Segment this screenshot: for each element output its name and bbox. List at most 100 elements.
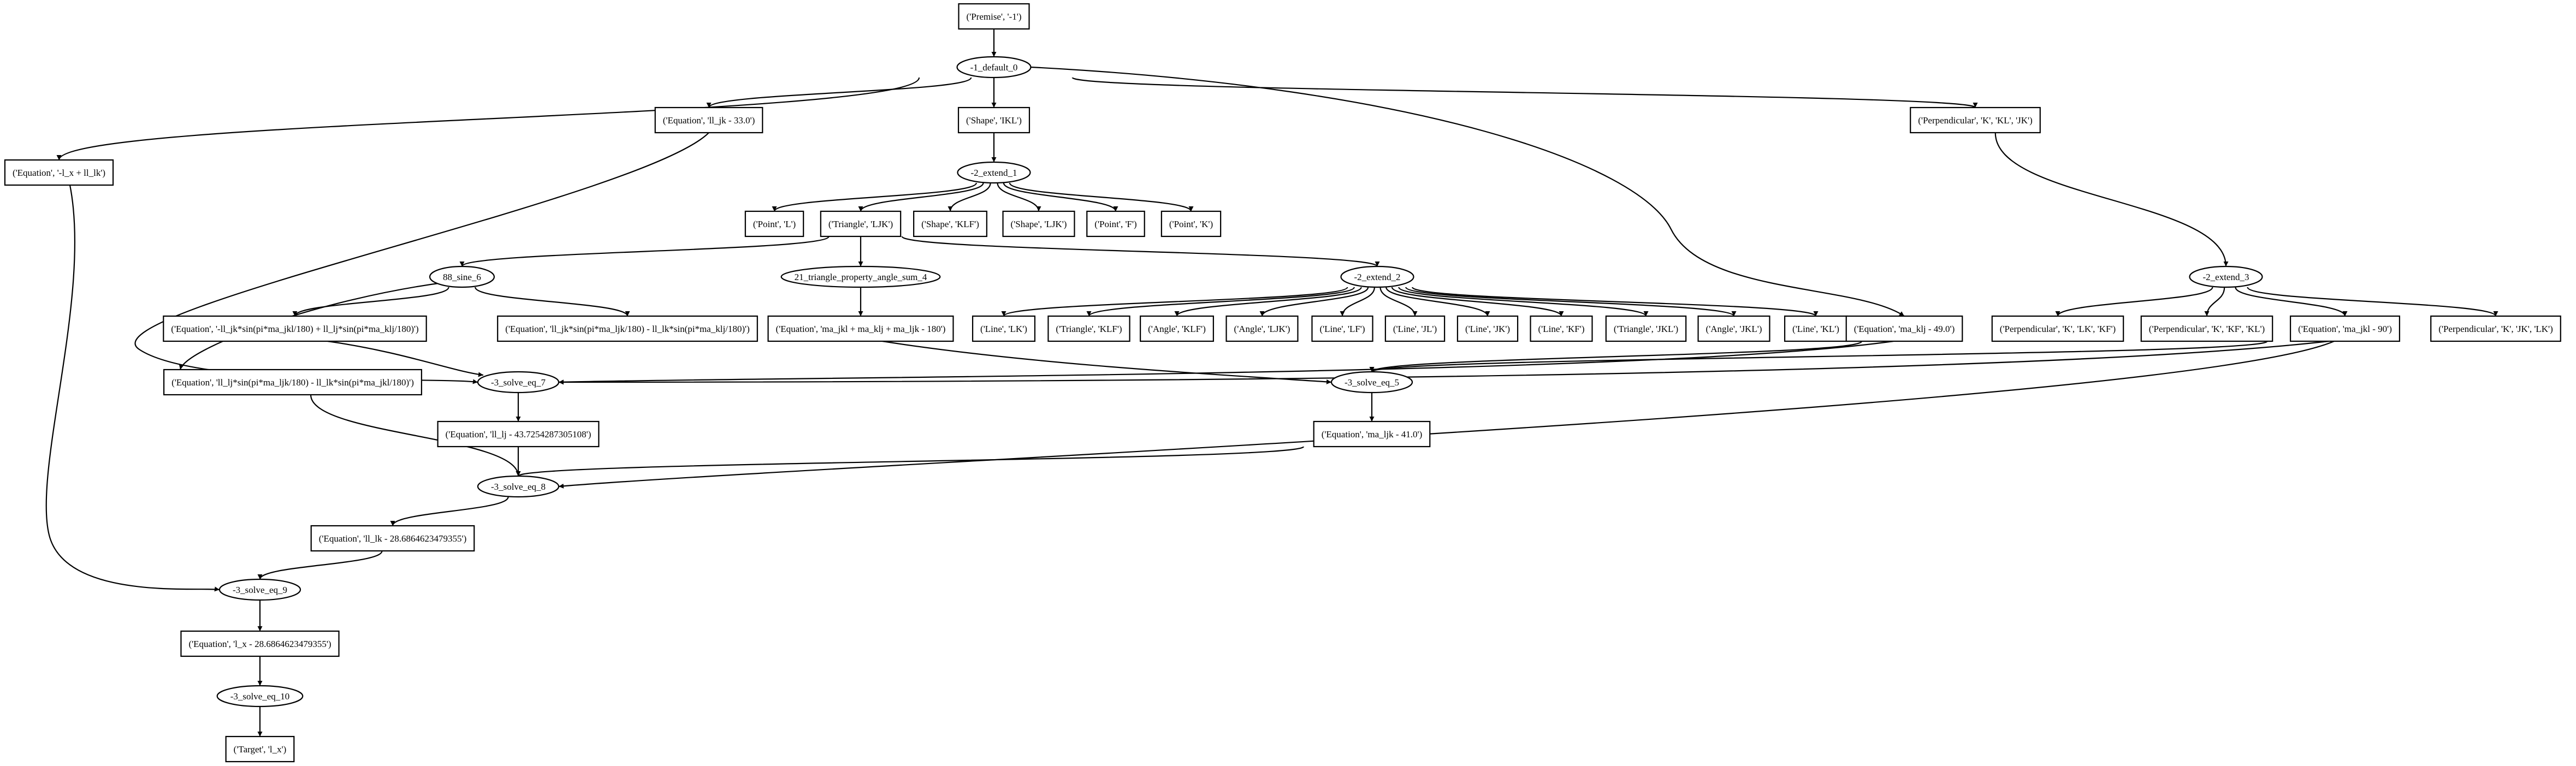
- statement-node: ('Point', 'F'): [1086, 210, 1145, 237]
- statement-node: ('Point', 'L'): [744, 210, 804, 237]
- node-label: ('Shape', 'KLF'): [921, 219, 979, 229]
- node-label: ('Angle', 'KLF'): [1148, 324, 1206, 334]
- node-label: ('Perpendicular', 'K', 'KL', 'JK'): [1918, 115, 2033, 126]
- edge-arrow: [558, 340, 2335, 489]
- node-label: ('Shape', 'LJK'): [1011, 219, 1067, 229]
- statement-node: ('Triangle', 'JKL'): [1605, 315, 1687, 342]
- edge-arrow: [901, 235, 1380, 268]
- edge-arrow: [516, 446, 1305, 477]
- statement-node: ('Equation', 'ma_jkl + ma_klj + ma_ljk -…: [767, 315, 954, 342]
- statement-node: ('Line', 'JL'): [1384, 315, 1446, 342]
- node-label: 88_sine_6: [443, 272, 481, 282]
- edge-arrow: [1398, 287, 1649, 317]
- statement-node: ('Shape', 'KLF'): [913, 210, 987, 237]
- rule-node: 21_triangle_property_angle_sum_4: [780, 265, 941, 288]
- statement-box: [180, 630, 340, 657]
- node-label: -3_solve_eq_8: [491, 482, 546, 492]
- statement-node: ('Equation', 'l_x - 28.6864623479355'): [180, 630, 340, 657]
- edge-arrow: [1071, 76, 1977, 109]
- node-label: ('Angle', 'LJK'): [1234, 324, 1290, 334]
- edge-arrow: [1391, 287, 1564, 317]
- statement-box: [767, 315, 954, 342]
- statement-box: [1311, 315, 1373, 342]
- statement-node: ('Shape', 'IKL'): [957, 106, 1031, 134]
- edge-arrow: [2247, 287, 2498, 317]
- statement-node: ('Equation', 'ma_jkl - 90'): [2289, 315, 2401, 342]
- statement-box: [1313, 420, 1431, 448]
- edge-arrow: [1031, 66, 1905, 317]
- statement-node: ('Angle', 'LJK'): [1225, 315, 1299, 342]
- edge-arrow: [475, 287, 630, 317]
- node-label: ('Equation', 'll_lj*sin(pi*ma_ljk/180) -…: [171, 377, 414, 388]
- edge-arrow: [1086, 286, 1355, 317]
- statement-node: ('Angle', 'JKL'): [1697, 315, 1770, 342]
- statement-node: ('Perpendicular', 'K', 'KF', 'KL'): [2140, 315, 2273, 342]
- statement-box: [820, 210, 902, 237]
- statement-box: [957, 106, 1031, 134]
- statement-node: ('Equation', 'll_jk - 33.0'): [654, 106, 763, 134]
- statement-box: [1784, 315, 1848, 342]
- edge-arrow: [310, 394, 521, 477]
- node-label: -2_extend_3: [2203, 272, 2249, 282]
- statement-node: ('Equation', 'll_lk - 28.6864623479355'): [310, 525, 475, 552]
- statement-box: [958, 3, 1030, 30]
- statement-box: [437, 420, 600, 448]
- edge-arrow: [2055, 287, 2213, 317]
- statement-box: [497, 315, 758, 342]
- node-label: -3_solve_eq_5: [1345, 377, 1399, 388]
- edge-arrow: [2235, 287, 2348, 317]
- edge-arrow: [45, 185, 220, 592]
- statement-node: ('Perpendicular', 'K', 'KL', 'JK'): [1910, 106, 2041, 134]
- statement-box: [1086, 210, 1145, 237]
- node-label: ('Equation', 'll_jk - 33.0'): [663, 115, 755, 126]
- statement-box: [2430, 315, 2561, 342]
- statement-box: [1002, 210, 1075, 237]
- rule-ellipse: [957, 161, 1031, 184]
- statement-node: ('Perpendicular', 'K', 'JK', 'LK'): [2430, 315, 2561, 342]
- edge-arrow: [559, 340, 1894, 385]
- node-label: ('Triangle', 'JKL'): [1614, 324, 1678, 334]
- statement-node: ('Equation', '-l_x + ll_lk'): [4, 159, 114, 186]
- node-label: ('Shape', 'IKL'): [966, 115, 1022, 126]
- edge-arrow: [134, 132, 709, 384]
- node-label: ('Point', 'L'): [753, 219, 796, 229]
- edge-arrow: [56, 77, 920, 161]
- statement-box: [2289, 315, 2401, 342]
- statement-node: ('Angle', 'KLF'): [1140, 315, 1214, 342]
- statement-box: [1991, 315, 2124, 342]
- node-label: ('Line', 'LF'): [1319, 324, 1365, 334]
- node-label: ('Line', 'KL'): [1792, 324, 1839, 334]
- statement-node: ('Premise', '-1'): [958, 3, 1030, 30]
- node-label: ('Premise', '-1'): [966, 11, 1021, 22]
- rule-node: -3_solve_eq_10: [216, 685, 304, 708]
- statement-box: [1140, 315, 1214, 342]
- statement-node: ('Equation', 'll_lj - 43.7254287305108'): [437, 420, 600, 448]
- node-label: -3_solve_eq_9: [233, 585, 287, 595]
- statement-box: [163, 369, 423, 396]
- statement-node: ('Equation', 'ma_klj - 49.0'): [1845, 315, 1963, 342]
- edge-arrow: [2204, 287, 2225, 317]
- rule-node: -3_solve_eq_8: [477, 475, 560, 498]
- statement-node: ('Perpendicular', 'K', 'LK', 'KF'): [1991, 315, 2124, 342]
- statement-box: [1845, 315, 1963, 342]
- edge-arrow: [1001, 286, 1348, 317]
- statement-box: [1384, 315, 1446, 342]
- statement-box: [2140, 315, 2273, 342]
- edge-arrow: [327, 340, 484, 377]
- statement-node: ('Line', 'KL'): [1784, 315, 1848, 342]
- edge-arrow: [390, 496, 509, 526]
- statement-box: [972, 315, 1036, 342]
- rule-node: -3_solve_eq_5: [1330, 371, 1413, 394]
- rule-ellipse: [477, 371, 560, 394]
- edge-arrow: [1412, 286, 1819, 317]
- rule-ellipse: [429, 265, 495, 288]
- statement-box: [1047, 315, 1130, 342]
- statement-node: ('Line', 'LK'): [972, 315, 1036, 342]
- node-label: ('Equation', 'ma_ljk - 41.0'): [1322, 429, 1423, 440]
- node-label: ('Target', 'l_x'): [234, 744, 287, 755]
- node-label: ('Equation', 'l_x - 28.6864623479355'): [188, 639, 331, 649]
- statement-box: [1160, 210, 1222, 237]
- node-label: ('Triangle', 'LJK'): [828, 219, 893, 229]
- edge-arrow: [257, 550, 383, 580]
- rule-node: 88_sine_6: [429, 265, 495, 288]
